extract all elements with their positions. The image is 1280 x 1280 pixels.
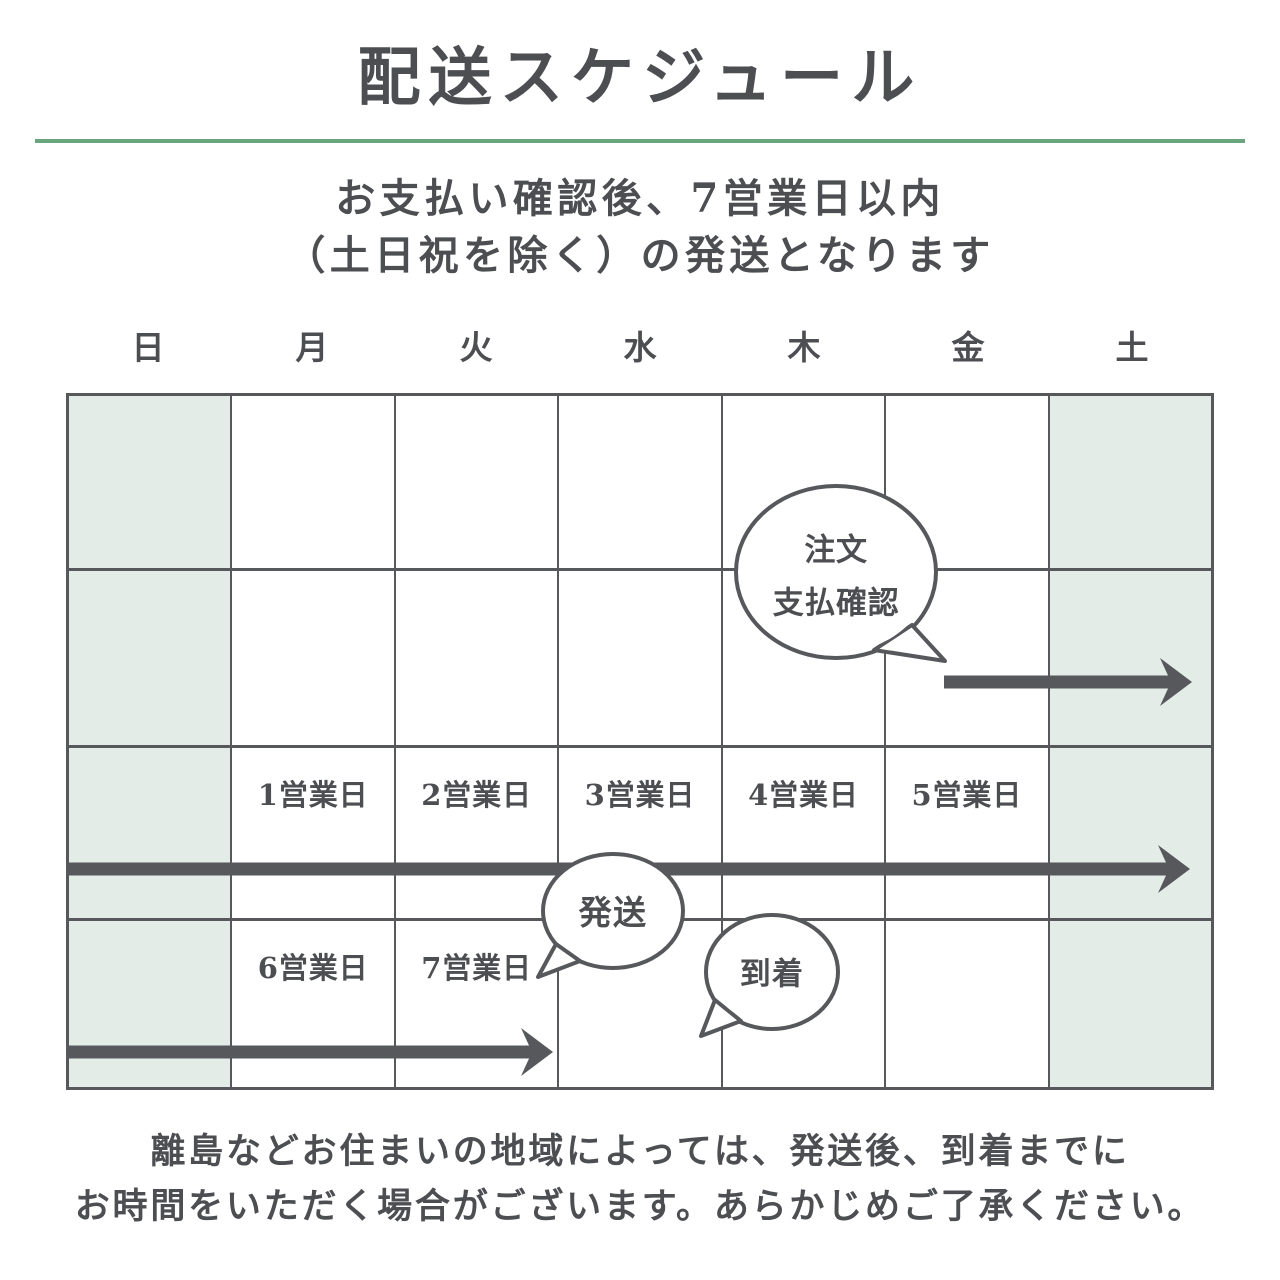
- page-title: 配送スケジュール: [357, 40, 923, 114]
- subtitle-line-1: お支払い確認後、7営業日以内: [335, 175, 945, 222]
- cell-w1-wed: [559, 396, 723, 568]
- cell-w4-tue: 7営業日: [396, 921, 560, 1087]
- cell-w4-sun: [69, 921, 233, 1087]
- cell-w3-wed: 3営業日: [559, 748, 723, 918]
- cell-w1-fri: [886, 396, 1050, 568]
- cell-w2-sat: [1049, 571, 1211, 745]
- cell-w2-wed: [559, 571, 723, 745]
- business-day-5-label: 5営業日: [911, 778, 1023, 812]
- weekday-tuesday: 火: [459, 328, 493, 367]
- business-day-6-label: 6営業日: [257, 951, 369, 985]
- cell-w3-sun: [69, 748, 233, 918]
- calendar-week-row-2: [69, 568, 1211, 745]
- weekday-wednesday: 水: [623, 328, 657, 367]
- cell-w1-mon: [232, 396, 396, 568]
- order-bubble-label-line2: 支払確認: [772, 585, 900, 622]
- cell-w1-thu: [723, 396, 887, 568]
- cell-w3-sat: [1049, 748, 1211, 918]
- business-day-4-label: 4営業日: [748, 778, 859, 812]
- schedule-calendar-grid: 1営業日 2営業日 3営業日 4営業日 5営業日 6営業日 7営業日: [66, 393, 1214, 1090]
- calendar-week-row-1: [69, 396, 1211, 568]
- subtitle-line-2: （土日祝を除く）の発送となります: [285, 232, 995, 279]
- footer-note-line1: 離島などお住まいの地域によっては、発送後、到着までに: [150, 1131, 1130, 1172]
- footer-note-line2: お時間をいただく場合がございます。あらかじめご了承ください。: [74, 1186, 1206, 1227]
- cell-w1-tue: [396, 396, 560, 568]
- order-bubble-label-line1: 注文: [804, 532, 868, 569]
- business-day-1-label: 1営業日: [257, 778, 369, 812]
- calendar-week-row-4: 6営業日 7営業日: [69, 918, 1211, 1087]
- cell-w1-sun: [69, 396, 233, 568]
- shipping-bubble-label: 発送: [578, 893, 648, 932]
- cell-w4-mon: 6営業日: [232, 921, 396, 1087]
- cell-w2-fri: [886, 571, 1050, 745]
- calendar-week-row-3: 1営業日 2営業日 3営業日 4営業日 5営業日: [69, 745, 1211, 918]
- business-day-3-label: 3営業日: [584, 778, 696, 812]
- arrival-bubble-label: 到着: [739, 956, 805, 993]
- cell-w4-sat: [1049, 921, 1211, 1087]
- cell-w2-mon: [232, 571, 396, 745]
- weekday-saturday: 土: [1115, 328, 1149, 367]
- title-divider-rule: [35, 139, 1245, 143]
- cell-w1-sat: [1049, 396, 1211, 568]
- cell-w3-tue: 2営業日: [396, 748, 560, 918]
- weekday-thursday: 木: [787, 328, 821, 367]
- weekday-monday: 月: [295, 328, 329, 367]
- cell-w3-thu: 4営業日: [723, 748, 887, 918]
- cell-w4-thu: [723, 921, 887, 1087]
- footer-note: 離島などお住まいの地域によっては、発送後、到着までに お時間をいただく場合がござ…: [0, 1124, 1280, 1234]
- cell-w4-fri: [886, 921, 1050, 1087]
- weekday-sunday: 日: [131, 328, 165, 367]
- cell-w4-wed: [559, 921, 723, 1087]
- cell-w2-sun: [69, 571, 233, 745]
- cell-w3-fri: 5営業日: [886, 748, 1050, 918]
- weekday-friday: 金: [951, 328, 985, 367]
- weekday-header-row: 日 月 火 水 木 金 土: [66, 320, 1214, 370]
- cell-w2-tue: [396, 571, 560, 745]
- subtitle: お支払い確認後、7営業日以内 （土日祝を除く）の発送となります: [0, 170, 1280, 284]
- business-day-7-label: 7営業日: [421, 951, 532, 985]
- cell-w3-mon: 1営業日: [232, 748, 396, 918]
- business-day-2-label: 2営業日: [421, 778, 532, 812]
